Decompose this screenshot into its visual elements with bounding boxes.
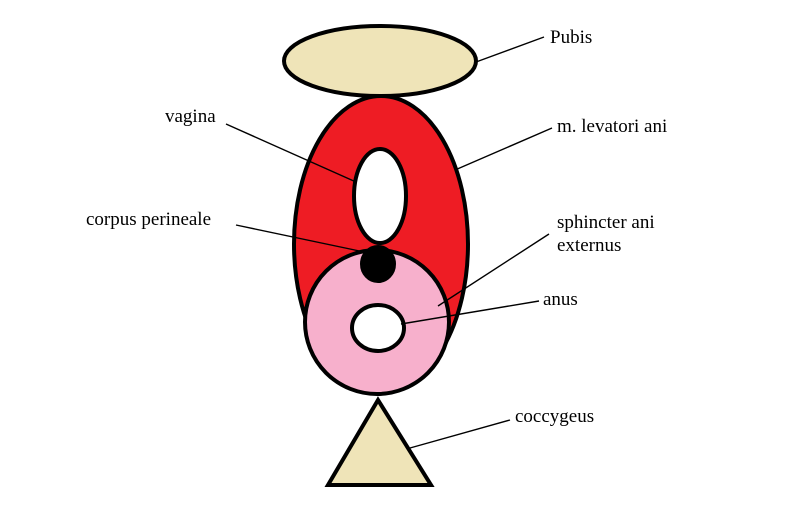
label-corpus-perineale: corpus perineale (86, 209, 212, 230)
pubis-leader-line (475, 36, 545, 63)
corpus-perineale-shape (360, 245, 396, 283)
label-anus: anus (543, 289, 578, 310)
coccygeus-leader-line (409, 419, 511, 449)
sphincter-leader-line (437, 233, 550, 307)
vagina-opening (352, 147, 408, 245)
corpus-leader-line (235, 224, 370, 254)
label-sphincter-line1: sphincter ani (557, 212, 655, 233)
anus-opening (350, 303, 406, 353)
label-sphincter-line2: externus (557, 235, 622, 256)
label-vagina: vagina (165, 106, 216, 127)
levator-leader-line (454, 127, 553, 171)
label-pubis: Pubis (550, 27, 593, 48)
pubis-shape (282, 24, 478, 98)
anus-leader-line (400, 300, 540, 325)
coccygeus-shape (324, 396, 435, 487)
label-coccygeus: coccygeus (515, 406, 595, 427)
label-levator-ani: m. levatori ani (557, 116, 668, 137)
vagina-leader-line (225, 123, 357, 183)
